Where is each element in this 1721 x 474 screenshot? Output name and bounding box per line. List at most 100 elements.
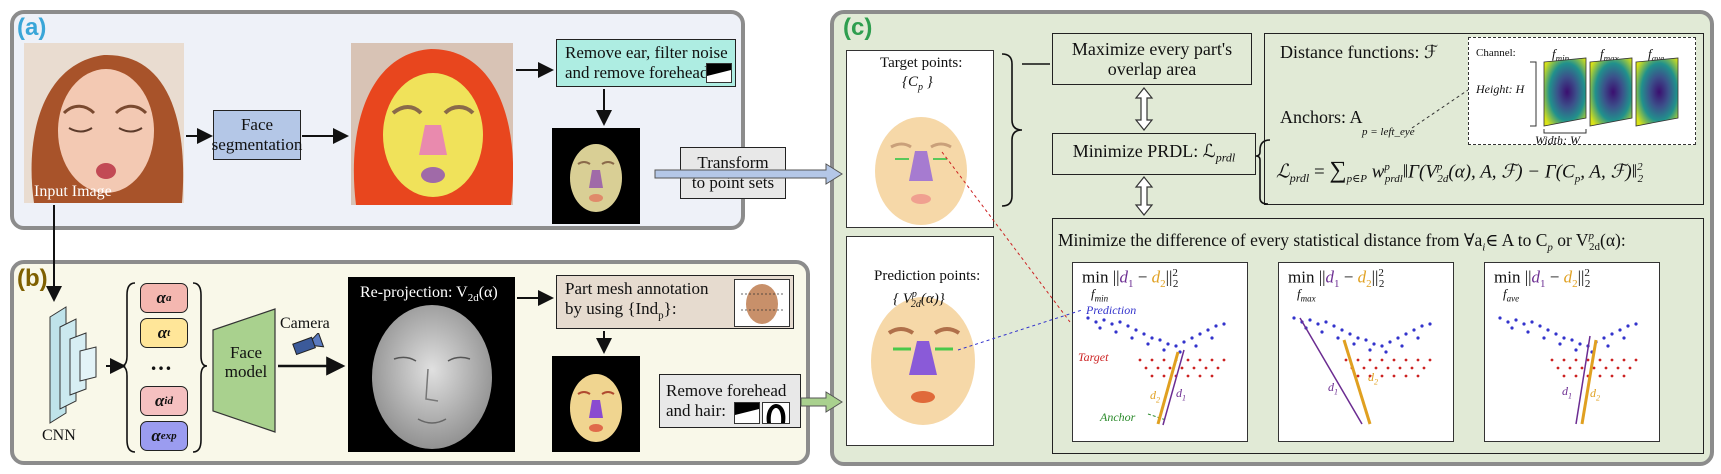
alpha-t-sub: t bbox=[167, 327, 171, 339]
f-min-text: f bbox=[1552, 46, 1556, 61]
plot-fmin-d2: d bbox=[1151, 267, 1161, 287]
minimize-diff-text: Minimize the difference of every statist… bbox=[1058, 229, 1483, 250]
plot-fmin-d1-sub: 1 bbox=[1128, 278, 1134, 291]
plot-fmax-label: fmax bbox=[1297, 284, 1316, 309]
plot-fmax-sup: 2 bbox=[1378, 267, 1384, 279]
minimize-prdl-text: Minimize PRDL: ℒprdl bbox=[1073, 141, 1236, 168]
formula-lhs: ℒ bbox=[1276, 161, 1290, 183]
fmin-d2-tag-text: d bbox=[1150, 388, 1156, 402]
plot-fave-min: min bbox=[1494, 267, 1521, 287]
plot-fmax-d2: d bbox=[1357, 267, 1367, 287]
fmax-d1-tag-sub: 1 bbox=[1334, 387, 1338, 397]
transform-text-1: Transform bbox=[697, 153, 769, 172]
prediction-set-text: { V bbox=[893, 291, 912, 307]
alpha-exp-text: α bbox=[151, 426, 161, 445]
anchors-label: Anchors: A bbox=[1280, 107, 1363, 127]
transform-text-2: to point sets bbox=[691, 173, 775, 192]
plot-fave-sub: 2 bbox=[1584, 278, 1591, 291]
plot-fmin-d1: d bbox=[1119, 267, 1129, 287]
target-set-end: } bbox=[923, 74, 933, 90]
alpha-t-text: α bbox=[157, 323, 168, 342]
minimize-prdl-box: Minimize PRDL: ℒprdl bbox=[1052, 133, 1256, 175]
alpha-a-text: α bbox=[156, 288, 166, 307]
section-label-a: (a) bbox=[17, 14, 47, 41]
fave-d1-tag: d1 bbox=[1562, 382, 1572, 405]
fmax-d1-tag: d1 bbox=[1328, 378, 1338, 401]
fave-label-text: f bbox=[1503, 286, 1507, 301]
plot-fmin-label: fmin bbox=[1091, 284, 1108, 309]
distance-functions-label: Distance functions: ℱ bbox=[1280, 42, 1439, 62]
plot-fmin-minus: − bbox=[1133, 267, 1152, 287]
plot-fmin-sub: 2 bbox=[1172, 278, 1179, 291]
formula-w: w bbox=[1371, 161, 1385, 183]
maximize-overlap-box: Maximize every part's overlap area bbox=[1052, 33, 1252, 85]
remove-forehead-text-2: and hair: bbox=[666, 401, 726, 420]
reprojection-image bbox=[348, 277, 515, 452]
face-model-shape bbox=[212, 308, 276, 433]
cnn-label: CNN bbox=[42, 427, 76, 444]
section-label-b: (b) bbox=[17, 265, 48, 292]
alpha-id-text: α bbox=[155, 391, 165, 410]
fave-d2-tag-sub: 2 bbox=[1596, 393, 1600, 403]
plot-fave-d2-sub: 2 bbox=[1572, 278, 1578, 291]
plot-fave-open: || bbox=[1524, 267, 1532, 287]
part-mesh-text-2: by using {Indp}: bbox=[565, 299, 677, 325]
camera-icon bbox=[290, 333, 326, 357]
target-points-title: Target points: bbox=[880, 55, 963, 71]
cnn-icon bbox=[46, 305, 106, 425]
prediction-tag: Prediction bbox=[1086, 303, 1137, 317]
minimize-diff-sub2: p bbox=[1547, 241, 1553, 254]
plot-fave-sup: 2 bbox=[1584, 267, 1590, 279]
section-label-c: (c) bbox=[843, 14, 873, 41]
formula-sum-sub: p∈P bbox=[1346, 173, 1367, 186]
remove-ear-text-2: and remove forehead: bbox=[565, 63, 714, 82]
forehead-mask-icon bbox=[706, 63, 732, 83]
alpha-dots: … bbox=[150, 350, 172, 375]
formula-norm-sup: 2 bbox=[1637, 161, 1643, 173]
segmented-face-image bbox=[351, 43, 513, 205]
part-mesh-end: }: bbox=[663, 298, 677, 318]
target-set-text: {C bbox=[902, 74, 919, 90]
fave-d2-tag: d2 bbox=[1590, 384, 1600, 407]
alpha-exp-sub: exp bbox=[160, 430, 177, 442]
remove-forehead-text-1: Remove forehead bbox=[666, 381, 787, 400]
prediction-set-end: (α)} bbox=[920, 291, 945, 307]
input-image-label: Input Image bbox=[34, 183, 112, 200]
part-mesh-sub: p bbox=[658, 309, 664, 322]
formula-eq: = bbox=[1314, 161, 1325, 183]
fave-label-sub: ave bbox=[1506, 293, 1520, 304]
reprojection-label: Re-projection: V2d(α) bbox=[360, 283, 498, 308]
fmin-label-sub: min bbox=[1094, 293, 1109, 304]
reprojection-arg: (α) bbox=[478, 284, 498, 301]
fmin-label-text: f bbox=[1091, 286, 1095, 301]
plot-fave-formula: min ||d1 − d2||22 bbox=[1494, 264, 1590, 294]
plot-fmin-formula: min ||d1 − d2||22 bbox=[1082, 264, 1178, 294]
fmax-d2-tag: d2 bbox=[1368, 368, 1378, 391]
minimize-difference-title: Minimize the difference of every statist… bbox=[1058, 227, 1626, 257]
face-model-label: Face model bbox=[224, 343, 268, 381]
reprojection-sub: 2d bbox=[467, 292, 479, 305]
transform-box: Transform to point sets bbox=[680, 147, 786, 199]
plot-fave-box bbox=[1484, 262, 1660, 442]
fmax-d2-tag-sub: 2 bbox=[1374, 377, 1378, 387]
prediction-points-title: Prediction points: bbox=[874, 268, 981, 284]
plot-fmax-close: || bbox=[1371, 267, 1379, 287]
p-left-eye-label: p = left_eye bbox=[1362, 126, 1415, 138]
face-segmentation-box: Face segmentation bbox=[212, 110, 302, 160]
f-min-sub: min bbox=[1555, 53, 1570, 64]
plot-fmax-sub: 2 bbox=[1378, 278, 1385, 291]
anchor-tag: Anchor bbox=[1100, 410, 1136, 424]
maximize-text-1: Maximize every part's bbox=[1071, 39, 1233, 59]
forehead-mask-icon-b bbox=[734, 402, 760, 424]
target-set-sub: p bbox=[918, 82, 924, 93]
minimize-prdl-sub: prdl bbox=[1215, 150, 1236, 165]
formula-norm-sub: 2 bbox=[1637, 173, 1644, 186]
masked-face-image bbox=[552, 356, 640, 452]
fave-d1-tag-sub: 1 bbox=[1568, 391, 1572, 401]
maximize-text-2: overlap area bbox=[1107, 59, 1197, 79]
remove-ear-text-1: Remove ear, filter noise bbox=[565, 43, 728, 62]
prediction-set-sub: 2d bbox=[910, 299, 921, 310]
minimize-diff-end: (α): bbox=[1600, 229, 1626, 250]
